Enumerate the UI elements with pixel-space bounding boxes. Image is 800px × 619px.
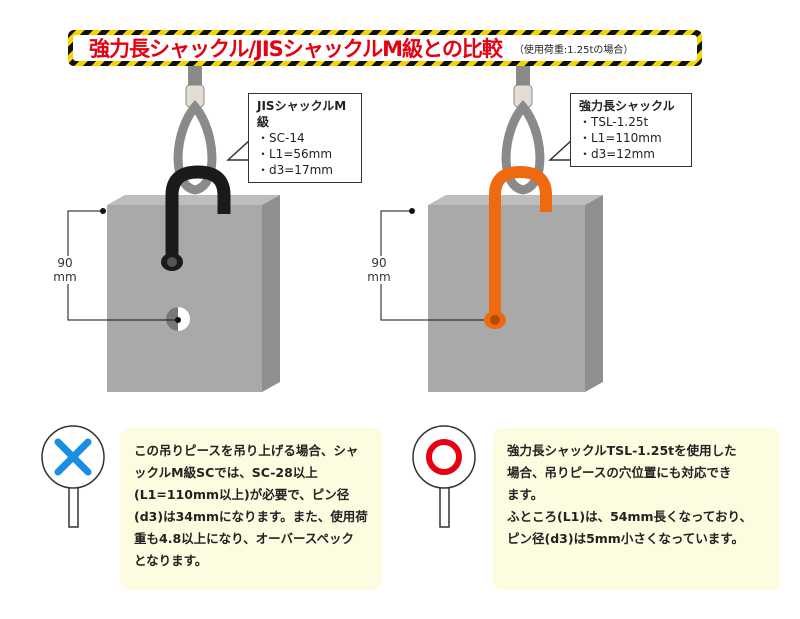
callout-heading: 強力長シャックル [579,99,675,113]
note-line: 重も4.8以上になり、オーバースペック [134,531,355,546]
dimension-unit: mm [367,270,391,284]
note-line: ックルM級SCでは、SC-28以上 [134,465,318,480]
right-dimension-label: 90 mm [364,256,394,284]
note-line: (d3)は34mmになります。また、使用荷 [134,509,368,524]
note-line: 強力長シャックルTSL-1.25tを使用した [507,443,737,458]
spec-line: ・L1=56mm [257,147,333,161]
note-line: となります。 [134,553,208,568]
spec-line: ・TSL-1.25t [579,115,649,129]
circle-ok-icon [426,439,462,475]
note-line: (L1=110mm以上)が必要で、ピン径 [134,487,350,502]
spec-line: ・d3=12mm [579,147,655,161]
note-line: ふところ(L1)は、54mm長くなっており、 [507,509,753,524]
cross-icon [54,438,92,476]
spec-line: ・L1=110mm [579,131,662,145]
title-banner: 強力長シャックル/JISシャックルM級との比較 （使用荷重:1.25tの場合） [68,30,702,66]
right-explanation-note: 強力長シャックルTSL-1.25tを使用した 場合、吊りピースの穴位置にも対応で… [493,428,780,590]
right-shackle [484,165,552,329]
dimension-value: 90 [371,256,387,270]
note-line: ピン径(d3)は5mm小さくなっています。 [507,531,744,546]
note-line: ます。 [507,487,544,502]
left-shackle [161,165,231,271]
left-dimension-label: 90 mm [50,256,80,284]
spec-line: ・d3=17mm [257,163,333,177]
spec-line: ・SC-14 [257,131,305,145]
callout-heading: JISシャックルM級 [257,99,347,129]
note-line: 場合、吊りピースの穴位置にも対応でき [507,465,732,480]
dimension-unit: mm [53,270,77,284]
left-lifting-piece [107,195,280,392]
left-spec-callout: JISシャックルM級 ・SC-14 ・L1=56mm ・d3=17mm [248,93,362,183]
page-title: 強力長シャックル/JISシャックルM級との比較 [89,37,503,61]
dimension-value: 90 [57,256,73,270]
right-ok-sign [412,425,476,528]
left-ng-sign [41,425,105,528]
left-explanation-note: この吊りピースを吊り上げる場合、シャ ックルM級SCでは、SC-28以上 (L1… [120,428,382,590]
right-lifting-piece [428,195,603,392]
right-spec-callout: 強力長シャックル ・TSL-1.25t ・L1=110mm ・d3=12mm [570,93,692,167]
page-subtitle: （使用荷重:1.25tの場合） [513,44,634,56]
note-line: この吊りピースを吊り上げる場合、シャ [134,443,359,458]
